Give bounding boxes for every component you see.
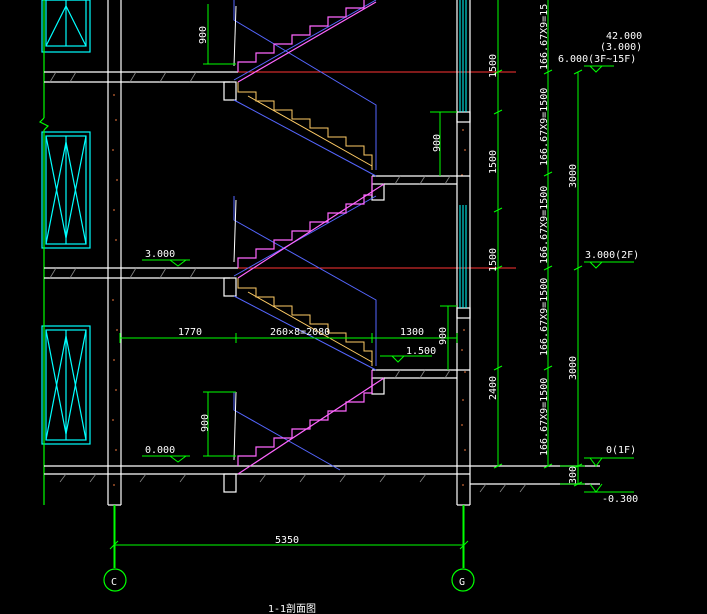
dim-rail-window: 900	[432, 134, 443, 152]
left-wall-hatch	[112, 94, 118, 486]
window-lower	[41, 325, 91, 445]
axis-label-right: G	[459, 577, 465, 588]
dim-flight-3: 1500	[488, 248, 499, 272]
dim-left-landing: 1770	[178, 327, 202, 338]
dimension-texts: 1770 260×8=2080 1300 5350 900 900 900 90…	[178, 4, 579, 546]
dim-overall: 5350	[275, 535, 299, 546]
dim-rail-middle: 900	[438, 327, 449, 345]
cut-flights	[237, 0, 385, 475]
right-facade-windows	[459, 0, 467, 308]
slab-2f	[44, 267, 238, 279]
hidden-lines	[233, 0, 377, 471]
slab-3f	[44, 71, 238, 83]
drawing-caption: 1-1剖面图	[268, 602, 316, 614]
elev-below-ground: -0.300	[602, 494, 638, 505]
axis-bubble-right	[451, 568, 475, 592]
dim-riser-2: 166.67X9=1500	[539, 88, 550, 166]
landing-slab-upper	[372, 175, 470, 185]
axis-bubble-left	[103, 568, 127, 592]
dim-storey-upper: 3000	[568, 164, 579, 188]
dim-flight-bottom: 2400	[488, 376, 499, 400]
elev-top-paren: (3.000)	[600, 42, 642, 53]
slab-hatching	[49, 71, 527, 493]
stair-beams	[223, 81, 385, 493]
left-break-line	[38, 0, 50, 505]
elev-left-1f: 0.000	[145, 445, 175, 456]
dim-flight-2: 1500	[488, 150, 499, 174]
elev-left-2f: 3.000	[145, 249, 175, 260]
window-upper	[41, 0, 91, 53]
axis-bubbles	[103, 568, 475, 592]
elev-second: 3.000(2F)	[585, 250, 639, 261]
back-flights	[237, 82, 373, 366]
elev-top: 42.000	[606, 31, 642, 42]
axis-labels: C G	[111, 577, 465, 588]
landing-slab-lower	[372, 369, 470, 379]
handrails	[233, 5, 237, 461]
left-facade-windows	[41, 0, 91, 445]
elev-ground: 0(1F)	[606, 445, 636, 456]
dim-flight-top: 1500	[488, 54, 499, 78]
dim-rail-lower: 900	[200, 414, 211, 432]
elevation-texts: 42.000 (3.000) 6.000(3F~15F) 3.000(2F) 0…	[145, 31, 642, 505]
dimension-lines	[109, 0, 585, 568]
ground-slab	[44, 465, 470, 475]
elevation-markers	[142, 65, 634, 493]
dim-base: 300	[568, 466, 579, 484]
window-middle	[41, 131, 91, 249]
dim-right-landing: 1300	[400, 327, 424, 338]
dim-rail-upper: 900	[198, 26, 209, 44]
elev-landing: 1.500	[406, 346, 436, 357]
right-wall-hatch	[461, 129, 466, 486]
dim-riser-5: 166.67X9=1500	[539, 378, 550, 456]
dim-riser-4: 166.67X9=1500	[539, 278, 550, 356]
dim-tread-run: 260×8=2080	[270, 327, 330, 338]
dim-riser-1: 166.67X9=15	[539, 4, 550, 70]
elev-typical: 6.000(3F~15F)	[558, 54, 636, 65]
dim-riser-3: 166.67X9=1500	[539, 186, 550, 264]
dim-storey-lower: 3000	[568, 356, 579, 380]
axis-label-left: C	[111, 577, 117, 588]
